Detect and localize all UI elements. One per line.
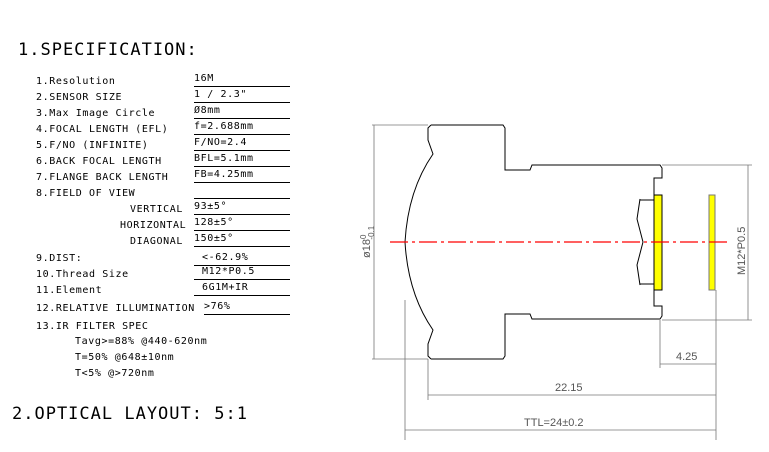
dimension-lines bbox=[372, 124, 752, 440]
spec-label: 12.RELATIVE ILLUMINATION bbox=[36, 303, 195, 314]
spec-value: 128±5° bbox=[194, 216, 290, 231]
spec-label: 2.SENSOR SIZE bbox=[36, 92, 123, 103]
spec-label: 6.BACK FOCAL LENGTH bbox=[36, 156, 162, 167]
spec-value: 6G1M+IR bbox=[194, 281, 290, 296]
ir-line: T=50% @648±10nm bbox=[75, 352, 175, 363]
length-label: 22.15 bbox=[555, 382, 583, 394]
diameter-label: ø180-0.1 bbox=[359, 225, 376, 258]
spec-label: DIAGONAL bbox=[130, 236, 183, 247]
ir-filter-title: 13.IR FILTER SPEC bbox=[36, 321, 149, 332]
spec-value: BFL=5.1mm bbox=[194, 152, 290, 167]
spec-title: 1.SPECIFICATION: bbox=[18, 40, 198, 60]
ir-line: T<5% @>720nm bbox=[75, 368, 155, 379]
spec-value: 150±5° bbox=[194, 232, 290, 247]
spec-label: 9.DIST: bbox=[36, 253, 83, 264]
spec-value: 93±5° bbox=[194, 200, 290, 215]
spec-value: 1 / 2.3" bbox=[194, 88, 290, 103]
spec-value: F/NO=2.4 bbox=[194, 136, 290, 151]
spec-label: 10.Thread Size bbox=[36, 269, 129, 280]
spec-label: 5.F/NO (INFINITE) bbox=[36, 140, 149, 151]
spec-value: >76% bbox=[204, 300, 290, 315]
thread-label: M12*P0.5 bbox=[736, 227, 748, 275]
spec-value bbox=[194, 184, 290, 199]
spec-label: 4.FOCAL LENGTH (EFL) bbox=[36, 124, 169, 135]
spec-value: 16M bbox=[194, 72, 290, 87]
spec-label: 11.Element bbox=[36, 285, 103, 296]
spec-label: VERTICAL bbox=[130, 204, 183, 215]
spec-label: HORIZONTAL bbox=[120, 220, 187, 231]
spec-value: f=2.688mm bbox=[194, 120, 290, 135]
layout-title: 2.OPTICAL LAYOUT: 5:1 bbox=[12, 404, 248, 424]
ttl-label: TTL=24±0.2 bbox=[524, 417, 584, 429]
spec-label: 3.Max Image Circle bbox=[36, 108, 156, 119]
ir-line: Tavg>=88% @440-620nm bbox=[75, 336, 208, 347]
spec-label: 8.FIELD OF VIEW bbox=[36, 188, 136, 199]
flange-length-label: 4.25 bbox=[676, 351, 697, 363]
spec-value: <-62.9% bbox=[194, 251, 290, 266]
spec-value: M12*P0.5 bbox=[194, 265, 290, 280]
spec-label: 1.Resolution bbox=[36, 76, 116, 87]
spec-value: FB=4.25mm bbox=[194, 168, 290, 183]
spec-value: Ø8mm bbox=[194, 104, 290, 119]
spec-label: 7.FLANGE BACK LENGTH bbox=[36, 172, 169, 183]
